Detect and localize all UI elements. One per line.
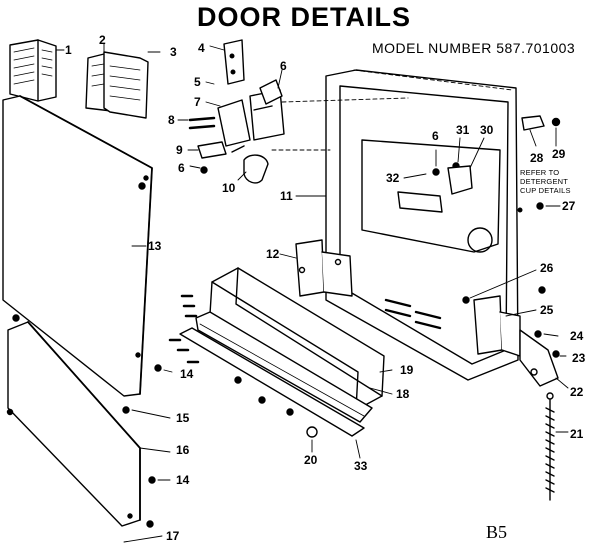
outer-door-panel [2,95,153,397]
callout: 25 [540,303,554,317]
callout: 18 [396,387,410,401]
callout: 4 [198,41,205,55]
callout: 2 [99,33,106,47]
callout: 20 [304,453,318,467]
callout: 23 [572,351,586,365]
callout: 10 [222,181,236,195]
callout: 27 [562,199,576,213]
door-spring [545,392,555,501]
diagram-title: DOOR DETAILS [197,2,411,32]
vent-baffle [195,311,373,423]
vent-channel [209,267,385,411]
note-line-1: REFER TO DETERGENT [520,168,569,186]
callout: 24 [570,329,584,343]
callout: 14 [180,367,194,381]
screws [6,115,561,528]
hinge-arm [519,329,559,387]
note-line-2: CUP DETAILS [520,186,571,195]
detergent-cup-assembly [397,165,473,213]
inner-door-liner [325,69,523,381]
callout: 8 [168,113,175,127]
callout: 9 [176,143,183,157]
latch-assembly [188,39,285,184]
callout: 15 [176,411,190,425]
callout: 6 [280,59,287,73]
callout: 11 [280,189,293,203]
leader-lines [55,43,569,543]
manual-booklet [9,39,57,102]
callout: 6 [178,161,185,175]
callout: 3 [170,45,177,59]
callout: 1 [65,43,72,57]
callout-labels: 1 2 3 4 5 6 7 8 9 6 10 11 6 31 30 32 28 … [65,33,586,543]
detergent-cup-note: REFER TO DETERGENT CUP DETAILS [520,168,608,195]
callout: 17 [166,529,180,543]
instruction-sheets [85,51,149,119]
callout: 7 [194,95,201,109]
callout: 12 [266,247,280,261]
callout: 33 [354,459,368,473]
callout: 32 [386,171,400,185]
trim-strip [179,327,365,437]
hinge-bracket-left [295,239,353,297]
callout: 19 [400,363,414,377]
callout: 13 [148,239,162,253]
page-code: B5 [486,522,508,542]
callout: 16 [176,443,190,457]
model-number: MODEL NUMBER 587.701003 [372,40,576,56]
callout: 29 [552,147,566,161]
callout: 30 [480,123,494,137]
callout: 31 [456,123,470,137]
callout: 14 [176,473,190,487]
callout: 5 [194,75,201,89]
hinge-bracket-right [473,295,521,357]
callout: 6 [432,129,439,143]
callout: 26 [540,261,554,275]
callout: 22 [570,385,584,399]
callout: 21 [570,427,584,441]
callout: 28 [530,151,544,165]
